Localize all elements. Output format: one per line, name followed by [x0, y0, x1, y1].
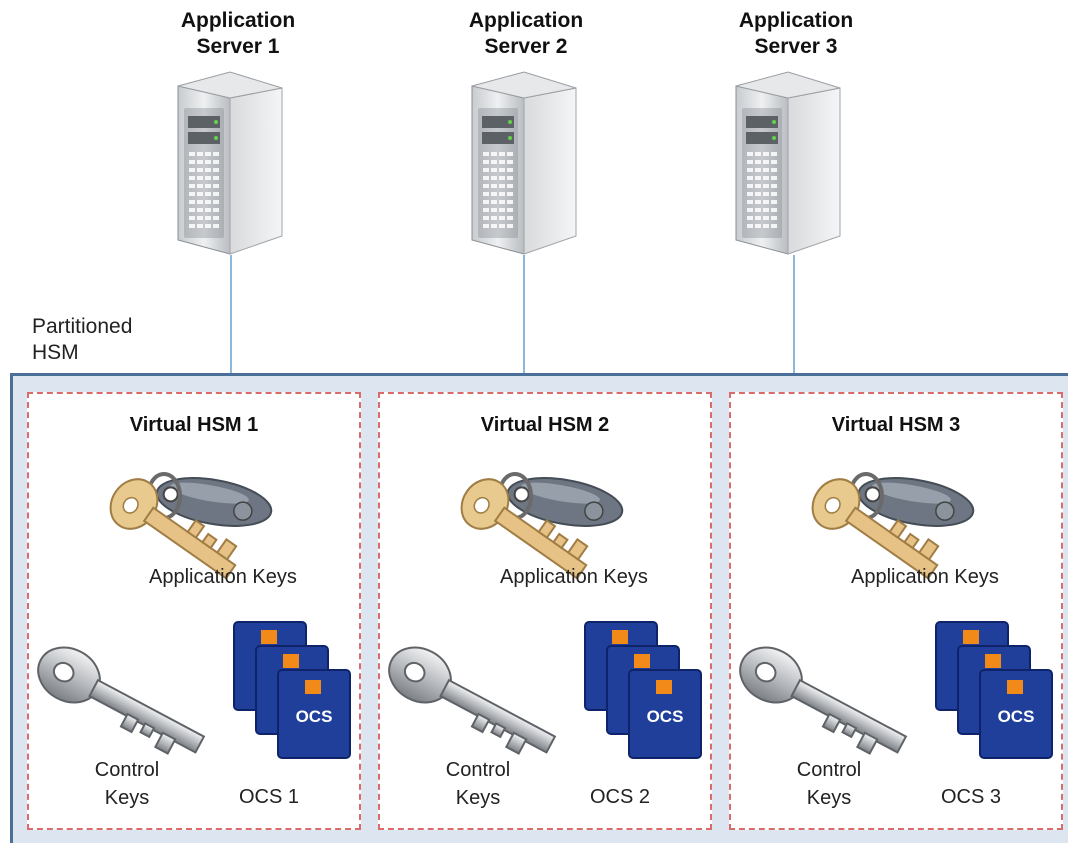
control-keys-label-line2: Keys [104, 787, 150, 809]
server-1-title-line1: Application [180, 9, 296, 32]
server-1-title-line2: Server 1 [196, 35, 280, 58]
control-keys-label: Control Keys [418, 756, 538, 812]
control-keys-label-line1: Control [94, 759, 160, 781]
server-3-title-line1: Application [738, 9, 854, 32]
server-2-title-line2: Server 2 [484, 35, 568, 58]
virtual-hsm-1: Virtual HSM 1 Application Keys [27, 392, 361, 830]
server-3-title: Application Server 3 [686, 8, 906, 60]
connector-line [523, 255, 525, 375]
control-key-icon [739, 639, 914, 755]
control-key-icon [37, 639, 212, 755]
control-keys-label-line2: Keys [455, 787, 501, 809]
application-keys-label: Application Keys [851, 566, 999, 588]
control-keys-label-line2: Keys [806, 787, 852, 809]
connector-line [793, 255, 795, 375]
application-keys-icon [64, 464, 304, 619]
ocs-label: OCS 1 [239, 786, 300, 808]
ocs-label: OCS 2 [590, 786, 651, 808]
partitioned-hsm-label-line2: HSM [32, 341, 79, 364]
application-keys-icon [415, 464, 655, 619]
ocs-cards-icon: OCS [233, 621, 356, 762]
application-keys-label: Application Keys [149, 566, 297, 588]
ocs-cards-icon: OCS [584, 621, 707, 762]
server-3-title-line2: Server 3 [754, 35, 838, 58]
ocs-card-text: OCS [647, 707, 684, 726]
virtual-hsm-title: Virtual HSM 1 [129, 414, 259, 436]
server-tower-icon [170, 68, 290, 258]
server-1-title: Application Server 1 [128, 8, 348, 60]
virtual-hsm-title: Virtual HSM 2 [480, 414, 610, 436]
application-keys-label: Application Keys [500, 566, 648, 588]
application-keys-icon [766, 464, 1006, 619]
ocs-cards-icon: OCS [935, 621, 1058, 762]
server-tower-icon [464, 68, 584, 258]
server-tower-icon [728, 68, 848, 258]
control-keys-label: Control Keys [67, 756, 187, 812]
server-2-title-line1: Application [468, 9, 584, 32]
ocs-card-text: OCS [998, 707, 1035, 726]
ocs-card-text: OCS [296, 707, 333, 726]
partitioned-hsm-label-line1: Partitioned [32, 315, 133, 338]
virtual-hsm-3: Virtual HSM 3 Application Keys [729, 392, 1063, 830]
ocs-label: OCS 3 [941, 786, 1002, 808]
control-keys-label-line1: Control [796, 759, 862, 781]
control-key-icon [388, 639, 563, 755]
virtual-hsm-title: Virtual HSM 3 [831, 414, 961, 436]
partitioned-hsm-label: Partitioned HSM [32, 314, 132, 366]
control-keys-label-line1: Control [445, 759, 511, 781]
connector-line [230, 255, 232, 375]
control-keys-label: Control Keys [769, 756, 889, 812]
server-2-title: Application Server 2 [416, 8, 636, 60]
virtual-hsm-2: Virtual HSM 2 Application Keys [378, 392, 712, 830]
